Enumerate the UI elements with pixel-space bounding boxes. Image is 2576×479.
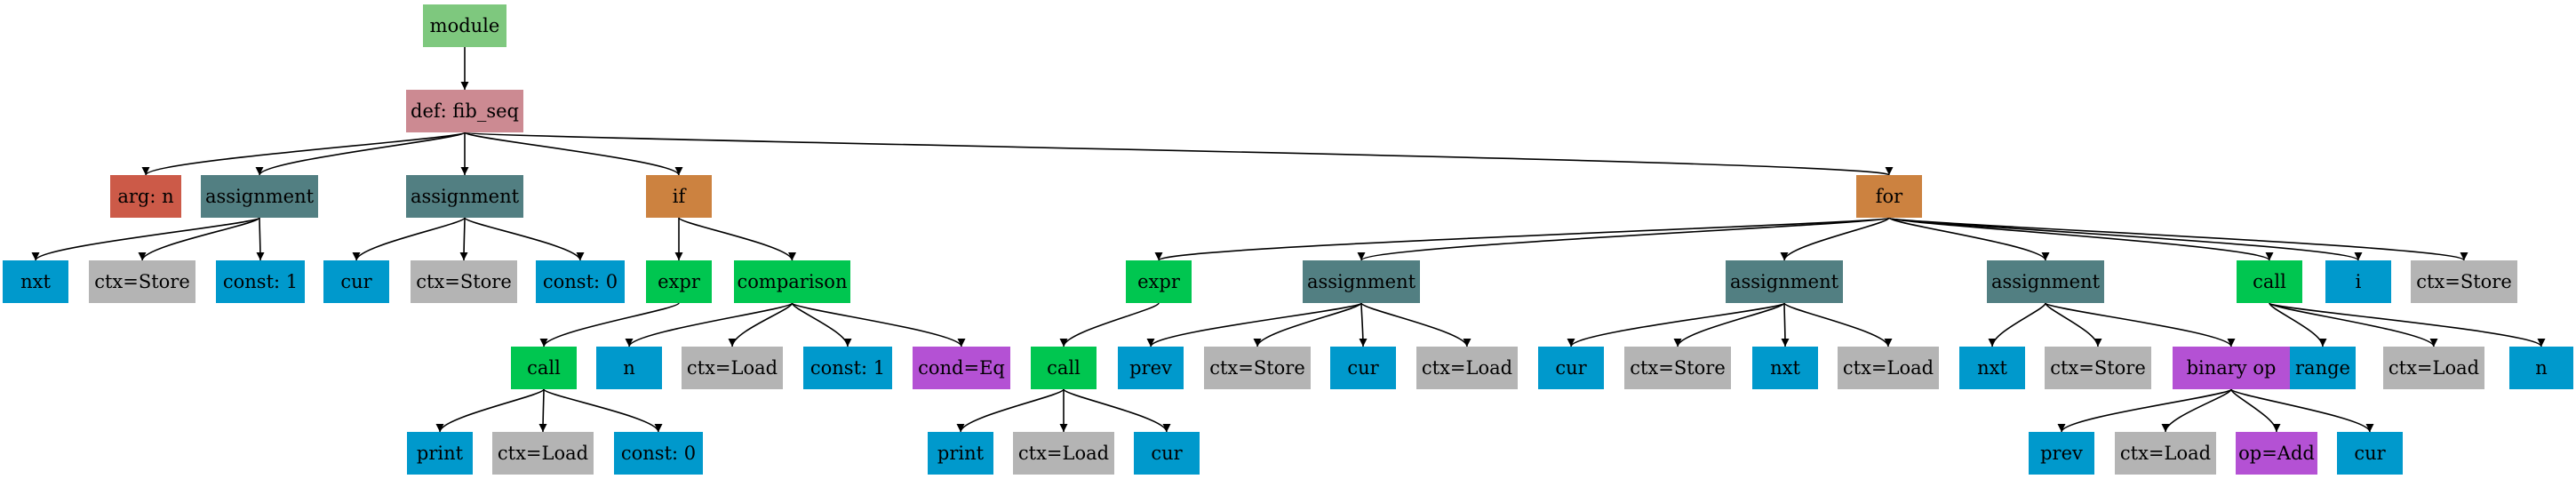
edge-call1-print1 — [435, 388, 545, 433]
edge-def-arg — [141, 132, 466, 176]
edge-asg2-ctxs2 — [459, 217, 468, 261]
node-ctx-ctxl7: ctx=Load — [2383, 347, 2484, 389]
edge-def-if — [464, 132, 683, 176]
edge-asg4-nxt2 — [1781, 302, 1790, 347]
edge-asg5-ctxs5 — [2045, 302, 2102, 347]
edge-asg2-c0 — [464, 217, 585, 261]
edge-asg4-ctxl5 — [1783, 302, 1893, 347]
node-name-prev1: prev — [1118, 347, 1184, 389]
edge-expr1-call1 — [539, 302, 680, 347]
node-call-call1: call — [511, 347, 577, 389]
node-ctx-ctxs6: ctx=Store — [2411, 260, 2517, 303]
edge-for-expr2 — [1154, 217, 1890, 261]
node-name-i: i — [2325, 260, 2391, 303]
edge-asg2-cur1 — [352, 217, 466, 261]
edge-expr2-call2 — [1059, 302, 1160, 347]
node-const-c1b: const: 1 — [803, 347, 892, 389]
edge-call1-ctxl1 — [538, 388, 547, 433]
edge-if-cmp — [678, 217, 796, 261]
node-ctx-ctxs1: ctx=Store — [89, 260, 195, 303]
edge-asg4-ctxs4 — [1673, 302, 1785, 347]
node-ctx-ctxl3: ctx=Load — [1013, 432, 1114, 475]
node-for-for: for — [1856, 175, 1922, 218]
edge-call2-print2 — [956, 388, 1065, 433]
node-name-cur3: cur — [1330, 347, 1396, 389]
node-const-c0: const: 0 — [536, 260, 625, 303]
node-name-nxt3: nxt — [1959, 347, 2025, 389]
node-ctx-ctxs2: ctx=Store — [411, 260, 517, 303]
edge-for-asg4 — [1780, 217, 1890, 261]
edge-call2-cur2 — [1063, 388, 1171, 433]
node-ctx-ctxs3: ctx=Store — [1204, 347, 1311, 389]
node-if-if: if — [646, 175, 712, 218]
edge-asg5-nxt3 — [1988, 302, 2046, 347]
node-assignment-asg5: assignment — [1987, 260, 2104, 303]
node-assignment-asg4: assignment — [1726, 260, 1843, 303]
node-name-print2: print — [928, 432, 993, 475]
edge-def-asg1 — [255, 132, 466, 176]
edge-cmp-condeq — [791, 302, 966, 347]
edge-cmp-c1b — [791, 302, 852, 347]
node-name-n2: n — [2509, 347, 2573, 389]
node-call-call2: call — [1031, 347, 1097, 389]
node-module-module: module — [423, 4, 506, 47]
node-name-range: range — [2290, 347, 2356, 389]
node-arg-arg: arg: n — [110, 175, 181, 218]
node-ctx-ctxl2: ctx=Load — [682, 347, 783, 389]
edge-for-ctxs6 — [1888, 217, 2468, 261]
edge-asg3-ctxl4 — [1360, 302, 1471, 347]
node-name-prev2: prev — [2029, 432, 2094, 475]
node-name-print1: print — [407, 432, 473, 475]
node-binop-binop: binary op — [2173, 347, 2290, 389]
edge-binop-opadd — [2230, 388, 2281, 433]
node-expr-expr2: expr — [1126, 260, 1192, 303]
node-ctx-ctxs4: ctx=Store — [1624, 347, 1731, 389]
edge-call1-c0b — [543, 388, 663, 433]
node-const-c1: const: 1 — [216, 260, 305, 303]
edge-asg3-cur3 — [1359, 302, 1368, 347]
node-call-call3: call — [2237, 260, 2302, 303]
node-name-cur1: cur — [323, 260, 389, 303]
edge-asg3-prev1 — [1146, 302, 1362, 347]
node-op-opadd: op=Add — [2236, 432, 2317, 475]
edge-asg3-ctxs3 — [1253, 302, 1362, 347]
edge-asg1-nxt1 — [31, 217, 260, 261]
node-name-n1: n — [596, 347, 662, 389]
node-ctx-ctxl1: ctx=Load — [492, 432, 594, 475]
node-def-def: def: fib_seq — [406, 90, 523, 132]
node-name-cur5: cur — [2337, 432, 2403, 475]
edge-asg1-ctxs1 — [138, 217, 260, 261]
edge-for-asg3 — [1357, 217, 1890, 261]
edge-call3-ctxl7 — [2269, 302, 2438, 347]
node-name-nxt1: nxt — [3, 260, 68, 303]
node-name-cur2: cur — [1134, 432, 1200, 475]
edge-binop-prev2 — [2057, 388, 2232, 433]
edge-asg5-binop — [2045, 302, 2236, 347]
edge-cmp-n1 — [625, 302, 794, 347]
edge-call3-range — [2269, 302, 2327, 347]
node-ctx-ctxl6: ctx=Load — [2115, 432, 2216, 475]
node-comparison-cmp: comparison — [734, 260, 850, 303]
edge-cmp-ctxl2 — [728, 302, 794, 347]
node-assignment-asg1: assignment — [201, 175, 318, 218]
node-assignment-asg3: assignment — [1303, 260, 1420, 303]
node-const-c0b: const: 0 — [614, 432, 703, 475]
edge-asg1-c1 — [256, 217, 265, 261]
node-name-cur4: cur — [1538, 347, 1604, 389]
edge-call3-n2 — [2269, 302, 2546, 347]
edge-binop-ctxl6 — [2161, 388, 2232, 433]
node-ctx-ctxs5: ctx=Store — [2045, 347, 2151, 389]
edge-def-for — [464, 132, 1893, 176]
node-cond-condeq: cond=Eq — [913, 347, 1010, 389]
node-ctx-ctxl4: ctx=Load — [1416, 347, 1518, 389]
node-assignment-asg2: assignment — [406, 175, 523, 218]
edge-for-asg5 — [1888, 217, 2050, 261]
edge-asg4-cur4 — [1567, 302, 1785, 347]
edge-binop-cur5 — [2230, 388, 2374, 433]
node-name-nxt2: nxt — [1752, 347, 1818, 389]
node-expr-expr1: expr — [646, 260, 712, 303]
node-ctx-ctxl5: ctx=Load — [1838, 347, 1939, 389]
